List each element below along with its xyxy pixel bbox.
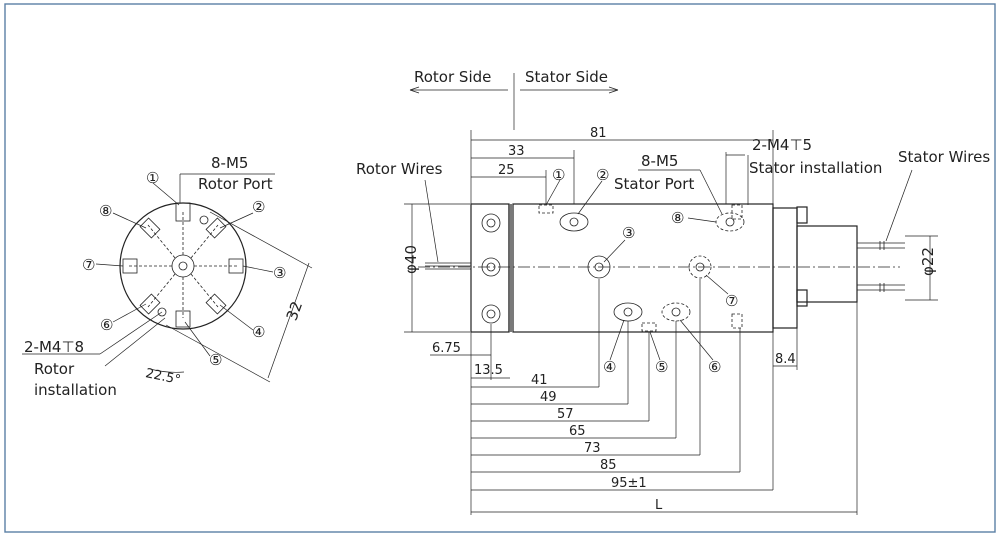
dim-81: 81 [590, 126, 607, 141]
rotor-hub [171, 254, 195, 278]
rotor-port-3-label: ③ [273, 264, 286, 282]
rotor-side-label: Rotor Side [414, 68, 491, 86]
stator-install-spec: 2-M4⊤5 [752, 136, 812, 154]
rotor-radius-dimension: 32 [283, 299, 306, 323]
rotor-port-caption: Rotor Port [198, 175, 273, 193]
dim-49: 49 [540, 390, 557, 405]
dim-l: L [655, 498, 663, 513]
stator-port-5-label: ⑤ [655, 358, 668, 376]
dim-73: 73 [584, 441, 601, 456]
stator-port-2-label: ② [596, 166, 609, 184]
stator-port-8-label: ⑧ [671, 209, 684, 227]
dim-95: 95±1 [611, 476, 647, 491]
dim-33: 33 [508, 144, 525, 159]
dim-25: 25 [498, 163, 515, 178]
stator-port-1-label: ① [552, 166, 565, 184]
rotor-install-spec: 2-M4⊤8 [24, 338, 84, 356]
stator-port-4-label: ④ [603, 358, 616, 376]
rotor-angle-label: 22.5° [144, 366, 182, 388]
rotor-port-2-label: ② [252, 198, 265, 216]
dim-13-5: 13.5 [474, 363, 503, 378]
stator-port-7-label: ⑦ [725, 292, 738, 310]
stator-shaft [796, 225, 858, 303]
stator-cap [772, 207, 798, 329]
rotor-wires-label: Rotor Wires [356, 160, 443, 178]
dim-41: 41 [531, 373, 548, 388]
stator-wires-label: Stator Wires [898, 148, 990, 166]
dim-57: 57 [557, 407, 574, 422]
rotor-flange [470, 203, 510, 333]
stator-port-3-label: ③ [622, 224, 635, 242]
rotor-port-4-label: ④ [252, 323, 265, 341]
stator-port-6-label: ⑥ [708, 358, 721, 376]
rotor-port-1-label: ① [146, 169, 159, 187]
rotor-port-spec: 8-M5 [211, 154, 248, 172]
rotor-end-view: ① ② ③ ④ ⑤ ⑥ ⑦ ⑧ 8-M5 Rotor Port 2-M4⊤8 R… [22, 154, 313, 399]
body-diameter-dimension: φ40 [402, 245, 420, 274]
stator-side-label: Stator Side [525, 68, 608, 86]
dim-85: 85 [600, 458, 617, 473]
rotor-port-6-label: ⑥ [100, 316, 113, 334]
stator-port-spec: 8-M5 [641, 152, 678, 170]
dim-65: 65 [569, 424, 586, 439]
rotor-port-5-label: ⑤ [209, 351, 222, 369]
rotor-port-8-label: ⑧ [99, 202, 112, 220]
rotor-port-7-label: ⑦ [82, 256, 95, 274]
stator-install-caption: Stator installation [749, 159, 882, 177]
rotor-install-caption-2: installation [34, 381, 117, 399]
stator-diameter-dimension: φ22 [919, 247, 937, 276]
frame-border [4, 3, 996, 533]
side-view: Rotor Side Stator Side [356, 68, 990, 515]
stator-port-caption: Stator Port [614, 175, 694, 193]
dim-6-75: 6.75 [432, 341, 461, 356]
rotor-install-caption-1: Rotor [34, 360, 75, 378]
dim-8-4: 8.4 [775, 352, 796, 367]
